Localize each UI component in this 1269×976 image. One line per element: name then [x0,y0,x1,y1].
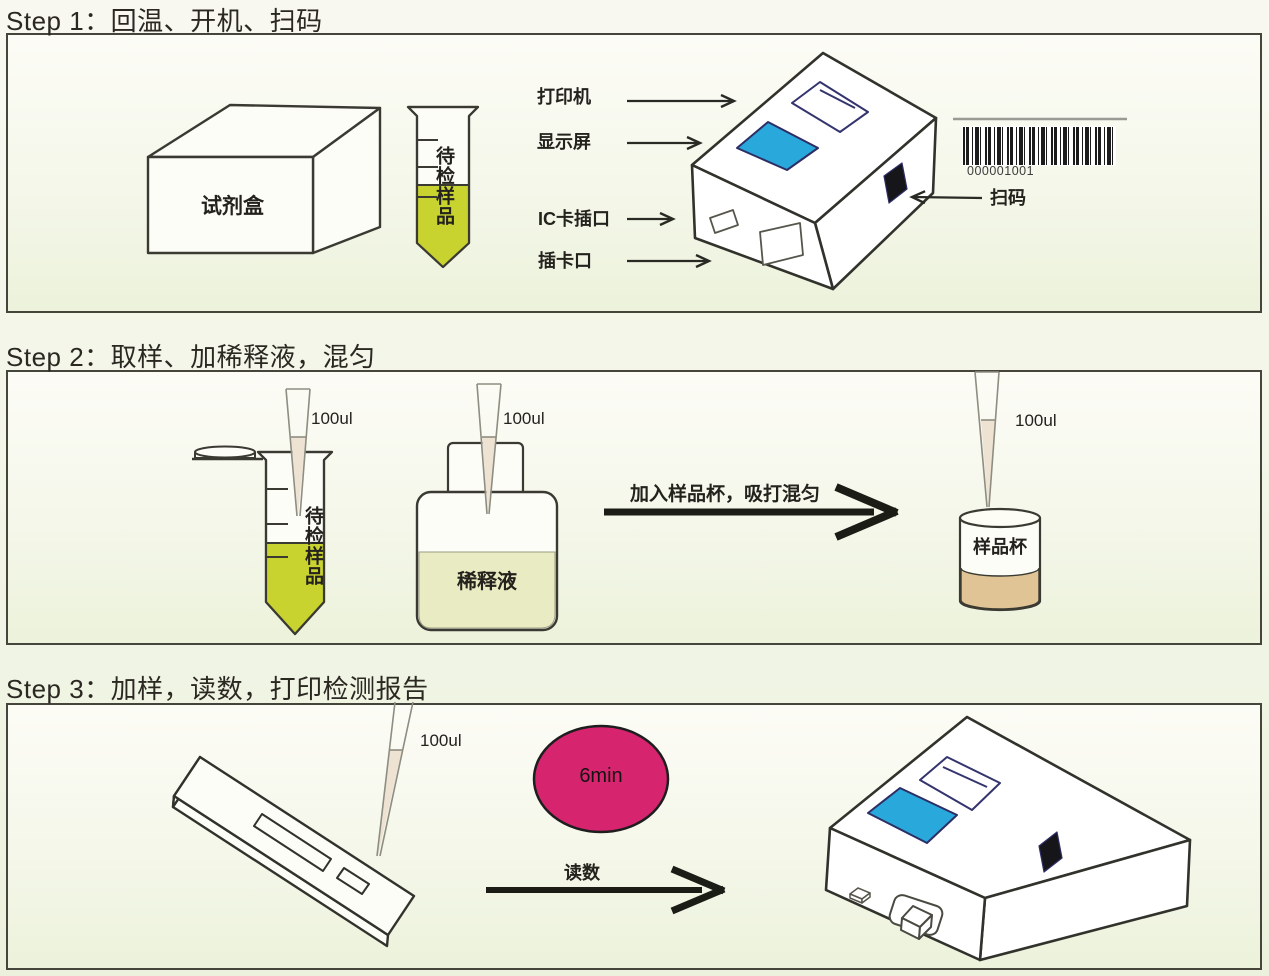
printer-label: 打印机 [537,87,591,107]
step2-panel [6,370,1262,645]
display-label: 显示屏 [537,132,591,152]
sample-tube-label-step2: 待检样品 [301,506,323,586]
step2-heading: Step 2：取样、加稀释液，混匀 [6,342,376,372]
step1-heading: Step 1：回温、开机、扫码 [6,6,323,36]
read-label: 读数 [564,863,600,883]
barcode [962,126,1116,166]
sample-tube-label-step1: 待检样品 [432,146,454,226]
step3-heading: Step 3：加样，读数，打印检测报告 [6,674,429,704]
reagent-box-label: 试剂盒 [201,195,264,218]
scan-label: 扫码 [990,188,1026,208]
sample-cup-label: 样品杯 [973,537,1027,557]
mix-instruction-label: 加入样品杯，吸打混匀 [630,484,821,505]
cassette-pipette-volume: 100ul [420,731,462,750]
cup-pipette-volume: 100ul [1015,411,1057,430]
bottle-pipette-volume: 100ul [503,409,545,428]
ic-card-slot-label: IC卡插口 [538,209,610,229]
step3-panel [6,703,1262,970]
incubation-time-label: 6min [579,765,623,787]
barcode-number: 000001001 [967,164,1035,178]
diluent-label: 稀释液 [457,571,517,593]
tube-pipette-volume: 100ul [311,409,353,428]
card-slot-label: 插卡口 [538,251,592,271]
step1-panel [6,33,1262,313]
